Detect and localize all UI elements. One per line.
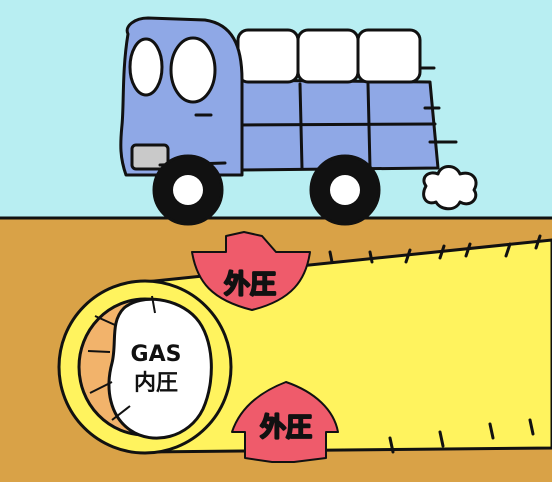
- external-pressure-top-arrow: 外圧: [191, 231, 311, 311]
- external-pressure-bottom-arrow: 外圧: [231, 381, 339, 463]
- truck-cargo-rail: [236, 122, 437, 127]
- front-wheel-hub: [173, 175, 203, 205]
- cargo-bag-3: [356, 28, 422, 84]
- exhaust-cloud-icon: [422, 165, 478, 211]
- rear-wheel-hub: [330, 175, 360, 205]
- inner-pressure-arrow-5: [151, 295, 156, 314]
- cargo-bag-1: [236, 28, 300, 84]
- external-pressure-top-label: 外圧: [224, 270, 276, 300]
- cab-window-right: [169, 36, 217, 104]
- gas-bubble: [107, 297, 213, 440]
- inner-pressure-arrow-1: [94, 315, 116, 326]
- cargo-bag-2: [296, 28, 360, 84]
- external-pressure-bottom-label: 外圧: [260, 413, 312, 443]
- gas-label: GAS: [131, 342, 182, 367]
- inner-pressure-arrow-2: [87, 350, 111, 353]
- gas-pipe: [57, 238, 552, 455]
- truck-icon: [119, 16, 478, 226]
- soil-texture: [328, 234, 542, 454]
- inner-pressure-arrow-4: [111, 405, 131, 421]
- truck-cargo-divider-2: [366, 82, 372, 170]
- front-bumper: [130, 143, 170, 171]
- cab-window-left: [128, 37, 164, 97]
- inner-pressure-arrow-3: [89, 381, 113, 394]
- internal-pressure-label: 内圧: [134, 371, 178, 396]
